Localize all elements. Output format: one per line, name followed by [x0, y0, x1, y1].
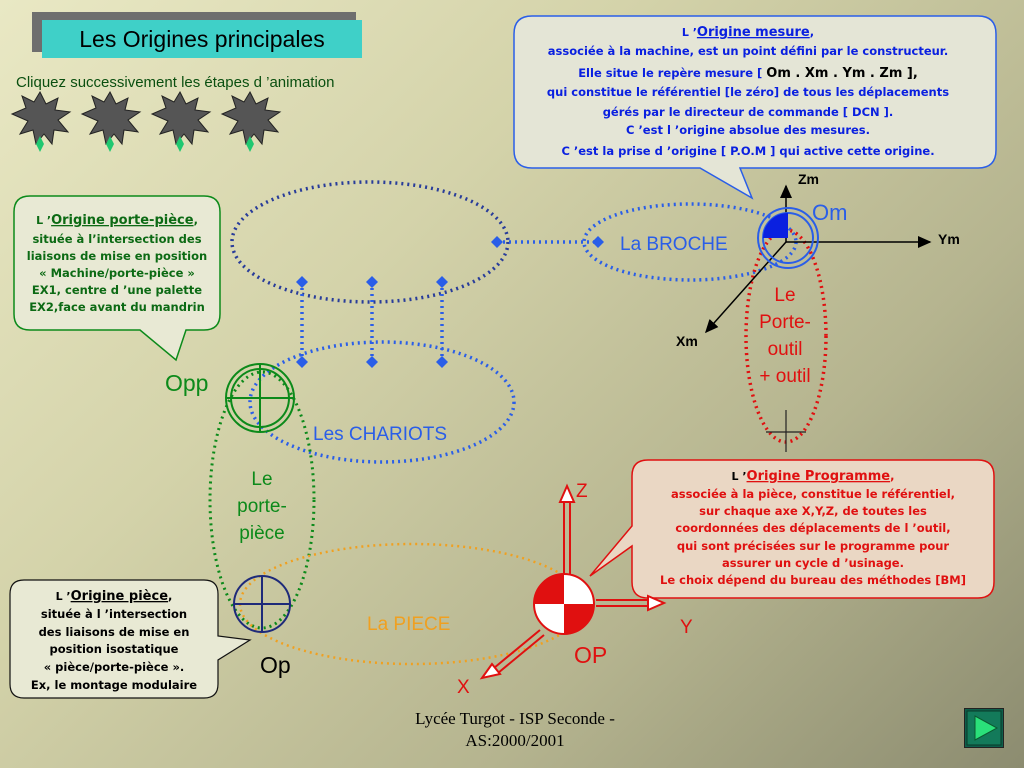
porte-outil-label-1: Le	[774, 285, 795, 306]
xm-label: Xm	[676, 333, 698, 349]
broche-label: La BROCHE	[620, 234, 728, 255]
porte-piece-ellipse	[208, 370, 316, 630]
opp-origin-symbol	[225, 363, 295, 433]
instruction-text: Cliquez successivement les étapes d ’ani…	[16, 74, 335, 91]
step-3-button[interactable]	[150, 90, 212, 152]
footer-line-1: Lycée Turgot - ISP Seconde -	[415, 709, 615, 728]
y-axis-label: Y	[680, 617, 693, 638]
piece-label: La PIECE	[367, 614, 450, 635]
next-slide-button[interactable]	[964, 708, 1004, 748]
programme-line2: sur chaque axe X,Y,Z, de toutes les	[699, 504, 927, 518]
step-1-button[interactable]	[10, 90, 72, 152]
programme-line4: qui sont précisées sur le programme pour	[677, 539, 950, 553]
ym-label: Ym	[938, 231, 960, 247]
piece-line1: située à l ’intersection	[41, 607, 187, 621]
program-axes	[479, 483, 667, 680]
piece-line3: position isostatique	[50, 642, 179, 656]
om-origin-symbol	[757, 207, 819, 269]
footer-line-2: AS:2000/2001	[465, 731, 565, 750]
piece-line4: « pièce/porte-pièce ».	[44, 660, 185, 674]
z-axis-label: Z	[576, 481, 588, 502]
porte-piece-line2: liaisons de mise en position	[27, 249, 207, 263]
opp-label: Opp	[165, 370, 208, 396]
mesure-line6: C ’est la prise d ’origine [ P.O.M ] qui…	[561, 144, 934, 158]
mesure-line4: gérés par le directeur de commande [ DCN…	[603, 105, 894, 119]
programme-line1: associée à la pièce, constitue le référe…	[671, 487, 955, 501]
tool-origin-symbol	[766, 410, 806, 452]
callout-origine-porte-piece-box	[13, 195, 221, 362]
op-program-symbol	[533, 573, 595, 635]
mesure-line1: associée à la machine, est un point défi…	[548, 44, 948, 58]
om-label: Om	[812, 200, 847, 225]
chariots-connectors	[300, 282, 444, 362]
porte-piece-line3: « Machine/porte-pièce »	[39, 266, 195, 280]
mesure-line3: qui constitue le référentiel [le zéro] d…	[547, 85, 949, 99]
programme-line5: assurer un cycle d ’usinage.	[722, 556, 904, 570]
op-label: Op	[260, 652, 291, 678]
porte-piece-title: L ’Origine porte-pièce,	[36, 213, 198, 228]
porte-outil-label-4: + outil	[759, 366, 810, 387]
porte-outil-label-3: outil	[768, 339, 803, 360]
mesure-line5: C ’est l ’origine absolue des mesures.	[626, 123, 870, 137]
callout-origine-piece-box	[9, 579, 252, 699]
op-origin-symbol	[233, 575, 291, 633]
programme-title: L ’Origine Programme,	[732, 469, 895, 484]
x-axis-label: X	[457, 677, 470, 698]
chariots-label: Les CHARIOTS	[313, 424, 447, 445]
porte-piece-label-2: porte-	[237, 496, 287, 517]
piece-title: L ’Origine pièce,	[56, 589, 173, 604]
porte-piece-line1: située à l’intersection des	[32, 232, 201, 246]
op-program-label: OP	[574, 642, 607, 668]
page-title: Les Origines principales	[42, 20, 362, 58]
programme-line6: Le choix dépend du bureau des méthodes […	[660, 573, 966, 587]
porte-piece-label-3: pièce	[239, 523, 284, 544]
machine-ellipse	[230, 180, 510, 304]
porte-outil-label-2: Porte-	[759, 312, 811, 333]
piece-ellipse	[238, 542, 586, 666]
step-4-button[interactable]	[220, 90, 282, 152]
mesure-line2: Elle situe le repère mesure [ Om . Xm . …	[578, 66, 918, 81]
piece-line5: Ex, le montage modulaire	[31, 678, 197, 692]
porte-piece-line5: EX2,face avant du mandrin	[29, 300, 205, 314]
step-2-button[interactable]	[80, 90, 142, 152]
mesure-title: L ’Origine mesure,	[682, 25, 814, 40]
piece-line2: des liaisons de mise en	[39, 625, 190, 639]
play-icon	[966, 710, 1002, 746]
programme-line3: coordonnées des déplacements de l ’outil…	[675, 521, 950, 535]
footer: Lycée Turgot - ISP Seconde - AS:2000/200…	[380, 708, 650, 752]
porte-piece-line4: EX1, centre d ’une palette	[32, 283, 202, 297]
callout-origine-mesure-box	[513, 15, 997, 200]
zm-label: Zm	[798, 171, 819, 187]
porte-piece-label-1: Le	[251, 469, 272, 490]
chariots-ellipse	[248, 340, 516, 464]
